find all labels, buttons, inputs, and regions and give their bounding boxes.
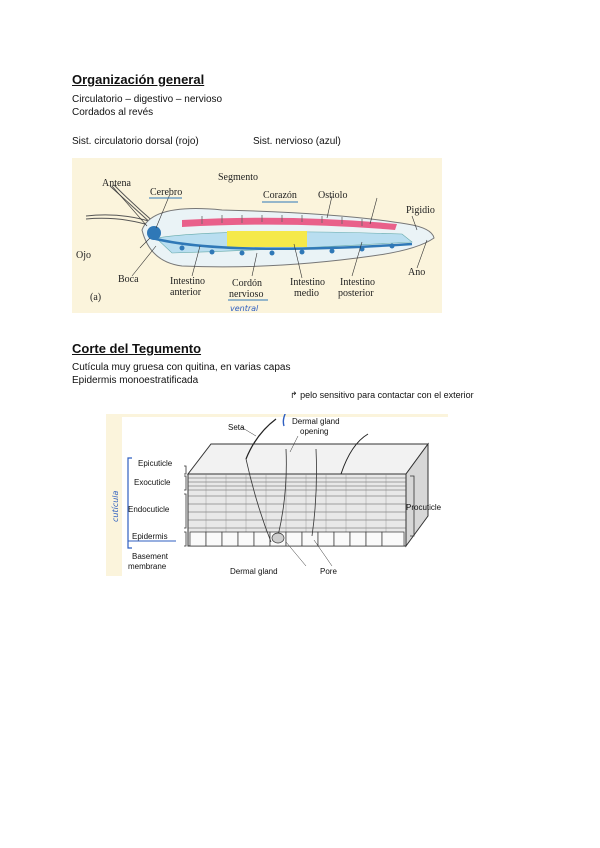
label-intestino-medio: medio: [294, 288, 319, 299]
text-line: Circulatorio – digestivo – nervioso: [72, 93, 222, 106]
note-line: ↱ pelo sensitivo para contactar con el e…: [290, 389, 474, 402]
label-antena: Antena: [102, 178, 131, 189]
section-title-organizacion: Organización general: [72, 72, 204, 87]
note-text: pelo sensitivo para contactar con el ext…: [300, 390, 474, 400]
tegument-section-diagram: Seta Dermal gland opening Epicuticle Exo…: [106, 414, 448, 576]
label-corazon: Corazón: [263, 190, 297, 201]
label-intestino-anterior: anterior: [170, 287, 202, 298]
label-ojo: Ojo: [76, 250, 91, 261]
label-basement-membrane: Basement: [132, 552, 169, 561]
annelid-organization-diagram: Antena Cerebro Segmento Corazón Ostiolo …: [72, 158, 442, 313]
label-dermal-gland-opening: Dermal gland: [292, 417, 340, 426]
text-line: Cordados al revés: [72, 106, 153, 119]
note-arrow-icon: ↱: [290, 390, 298, 400]
label-ano: Ano: [408, 267, 425, 278]
label-pigidio: Pigidio: [406, 205, 435, 216]
label-intestino-medio: Intestino: [290, 277, 325, 288]
label-intestino-anterior: Intestino: [170, 276, 205, 287]
label-seta: Seta: [228, 423, 245, 432]
text-nervioso: Sist. nervioso (azul): [253, 135, 341, 148]
label-cerebro: Cerebro: [150, 187, 182, 198]
label-endocuticle: Endocuticle: [128, 505, 170, 514]
handwritten-cuticula: cutícula: [111, 490, 120, 522]
label-epidermis: Epidermis: [132, 532, 168, 541]
label-segmento: Segmento: [218, 172, 258, 183]
label-cordon-nervioso: nervioso: [229, 289, 263, 300]
label-ostiolo: Ostiolo: [318, 190, 347, 201]
label-cordon-nervioso: Cordón: [232, 278, 262, 289]
label-pore: Pore: [320, 567, 337, 576]
label-epicuticle: Epicuticle: [138, 459, 173, 468]
text-circulatorio: Sist. circulatorio dorsal (rojo): [72, 135, 199, 148]
label-dermal-gland-opening: opening: [300, 427, 328, 436]
label-dermal-gland: Dermal gland: [230, 567, 278, 576]
label-panel-a: (a): [90, 292, 101, 303]
label-procuticle: Procuticle: [406, 503, 442, 512]
section-title-tegumento: Corte del Tegumento: [72, 341, 201, 356]
label-intestino-posterior: Intestino: [340, 277, 375, 288]
label-boca: Boca: [118, 274, 139, 285]
handwritten-ventral: ventral: [230, 304, 259, 313]
label-basement-membrane: membrane: [128, 562, 167, 571]
label-exocuticle: Exocuticle: [134, 478, 171, 487]
text-line: Epidermis monoestratificada: [72, 374, 198, 387]
label-intestino-posterior: posterior: [338, 288, 374, 299]
text-line: Cutícula muy gruesa con quitina, en vari…: [72, 361, 290, 374]
